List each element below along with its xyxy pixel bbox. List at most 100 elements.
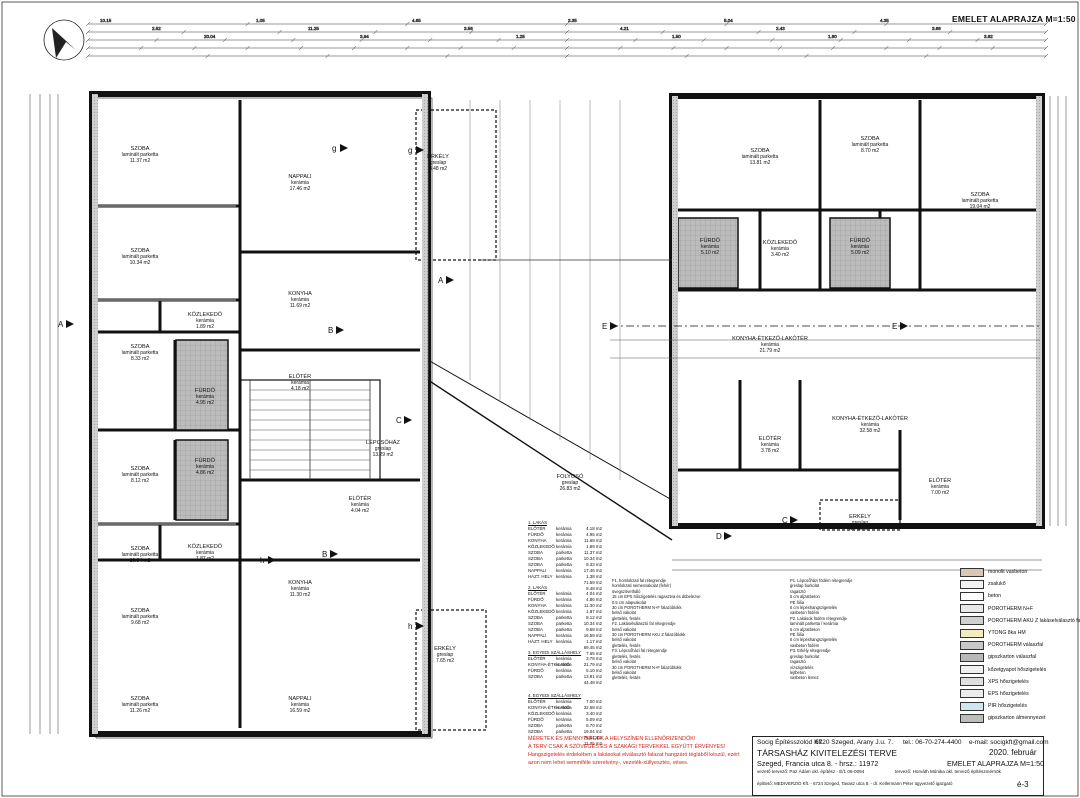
room-area: 19.04 m2 bbox=[970, 204, 991, 210]
apartment-table-cell: parketta bbox=[556, 627, 572, 632]
structure-note-line: glettelés, festés bbox=[612, 675, 641, 681]
apartment-table-cell: SZOBA bbox=[528, 674, 543, 679]
apartment-table-cell: parketta bbox=[556, 729, 572, 734]
room-area: 4.04 m2 bbox=[351, 508, 369, 514]
room-finish: kerámia bbox=[291, 380, 309, 386]
room-finish: laminált parketta bbox=[122, 254, 159, 260]
structure-note-line: greslap burkolat bbox=[790, 583, 820, 589]
room-finish: greslap bbox=[430, 160, 447, 166]
title-block: Socig Építésszolód Kft. 6720 Szeged, Ara… bbox=[752, 736, 1049, 796]
room-area: 11.30 m2 bbox=[290, 592, 311, 598]
structure-note-line: greslap burkolat bbox=[790, 653, 820, 659]
legend-item: POROTHERM N+F bbox=[960, 603, 1070, 615]
apartment-table-cell: 16.59 m2 bbox=[583, 633, 602, 638]
dimension-value: 3.94 bbox=[360, 34, 369, 39]
room-area: 5.10 m2 bbox=[701, 250, 719, 256]
apartment-table-cell: 4.86 m2 bbox=[586, 597, 602, 602]
company-email: e-mail: socigkft@gmail.com bbox=[969, 739, 1049, 746]
structure-note-line: belső vakolat bbox=[612, 626, 636, 632]
section-mark-label: g bbox=[408, 146, 412, 155]
section-mark-label: A bbox=[438, 276, 444, 285]
apartment-table-cell: 10.34 m2 bbox=[583, 621, 602, 626]
dimension-value: 3.35 bbox=[568, 18, 577, 23]
warning-note: Hangszigetelés érdekében a lakásokat elv… bbox=[528, 752, 740, 758]
apartment-table-cell: 8.33 m2 bbox=[586, 562, 602, 567]
structure-note-line: vízszigetelés bbox=[790, 664, 814, 670]
project-location: Szeged, Francia utca 8. - hrsz.: 11972 bbox=[757, 759, 879, 768]
section-arrow-icon bbox=[340, 144, 348, 152]
legend-swatch bbox=[960, 579, 984, 589]
room-name: KONYHA bbox=[288, 580, 312, 586]
apartment-table-cell: 4.95 m2 bbox=[586, 532, 602, 537]
apartment-table-cell: kerámia bbox=[556, 668, 572, 673]
dimension-value: 1.05 bbox=[256, 18, 265, 23]
apartment-table-cell: kerámia bbox=[556, 603, 572, 608]
apartment-table-cell: FÜRDŐ bbox=[528, 668, 544, 673]
apartment-table-cell: 11.69 m2 bbox=[584, 538, 602, 543]
room-name: ELŐTÉR bbox=[929, 477, 951, 484]
section-arrow-icon bbox=[724, 532, 732, 540]
project-title: TÁRSASHÁZ KIVITELEZÉSI TERVE bbox=[757, 748, 897, 758]
structure-note-line: F1. homlokzati fal rétegrendje bbox=[612, 578, 666, 583]
structure-note-line: 30 cm POROTHERM N+F falazóblokk bbox=[612, 605, 682, 611]
apartment-table-cell: 21.79 m2 bbox=[583, 662, 602, 667]
room-finish: kerámia bbox=[196, 550, 214, 556]
apartment-table-cell: kerámia bbox=[556, 597, 572, 602]
room-name: SZOBA bbox=[131, 608, 150, 614]
room-name: SZOBA bbox=[131, 344, 150, 350]
apartment-table-cell: kerámia bbox=[556, 639, 572, 644]
north-arrow-icon bbox=[43, 19, 85, 61]
structure-note-line: üvegszövetháló bbox=[612, 588, 641, 594]
apartment-table-cell: parketta bbox=[556, 621, 572, 626]
legend-item: gipszkarton álmennyezet bbox=[960, 712, 1070, 724]
structure-note-line: 15 cm EPS hőszigetelés ragasztva és dübe… bbox=[612, 594, 701, 600]
apartment-table-cell: KÖZLEKEDŐ bbox=[528, 544, 555, 549]
legend-swatch bbox=[960, 567, 984, 577]
apartment-table-cell: 19.04 m2 bbox=[583, 729, 602, 734]
structure-note-line: ragasztó bbox=[790, 659, 806, 665]
section-arrow-icon bbox=[330, 550, 338, 558]
room-finish: greslap bbox=[437, 652, 454, 658]
legend-label: POROTHERM N+F bbox=[988, 605, 1034, 612]
apartment-table-cell: kerámia bbox=[556, 662, 572, 667]
apartment-balcony: 8.48 m2 bbox=[586, 586, 602, 591]
section-mark-label: h bbox=[408, 622, 412, 631]
dimension-value: 1.25 bbox=[516, 34, 525, 39]
room-area: 8.70 m2 bbox=[861, 148, 879, 154]
room-finish: kerámia bbox=[851, 244, 869, 250]
section-mark-label: C bbox=[782, 516, 788, 525]
company-address: 6720 Szeged, Arany J.u. 7. bbox=[815, 739, 894, 746]
apartment-table-cell: NAPPALI bbox=[528, 568, 547, 573]
legend-item: PIR hőszigetelés bbox=[960, 700, 1070, 712]
room-finish: greslap bbox=[852, 520, 869, 526]
room-name: KONYHA bbox=[288, 291, 312, 297]
structure-note-line: belső vakolat bbox=[612, 637, 636, 643]
room-name: FÜRDŐ bbox=[700, 237, 721, 244]
apartment-table-cell: parketta bbox=[556, 615, 572, 620]
room-finish: kerámia bbox=[291, 180, 309, 186]
structure-note-line: vasbeton födém bbox=[790, 642, 820, 648]
apartment-table-cell: 11.37 m2 bbox=[584, 550, 602, 555]
structure-note-line: PE fólia bbox=[790, 632, 805, 638]
room-area: 7.00 m2 bbox=[931, 490, 949, 496]
structure-note-line: vasbeton födém bbox=[790, 610, 820, 616]
apartment-table-cell: 13.81 m2 bbox=[583, 674, 602, 679]
apartment-table-cell: HÁZT. HELY bbox=[528, 574, 553, 579]
room-area: 3.78 m2 bbox=[761, 448, 779, 454]
legend-item: YTONG 8ka HM bbox=[960, 627, 1070, 639]
